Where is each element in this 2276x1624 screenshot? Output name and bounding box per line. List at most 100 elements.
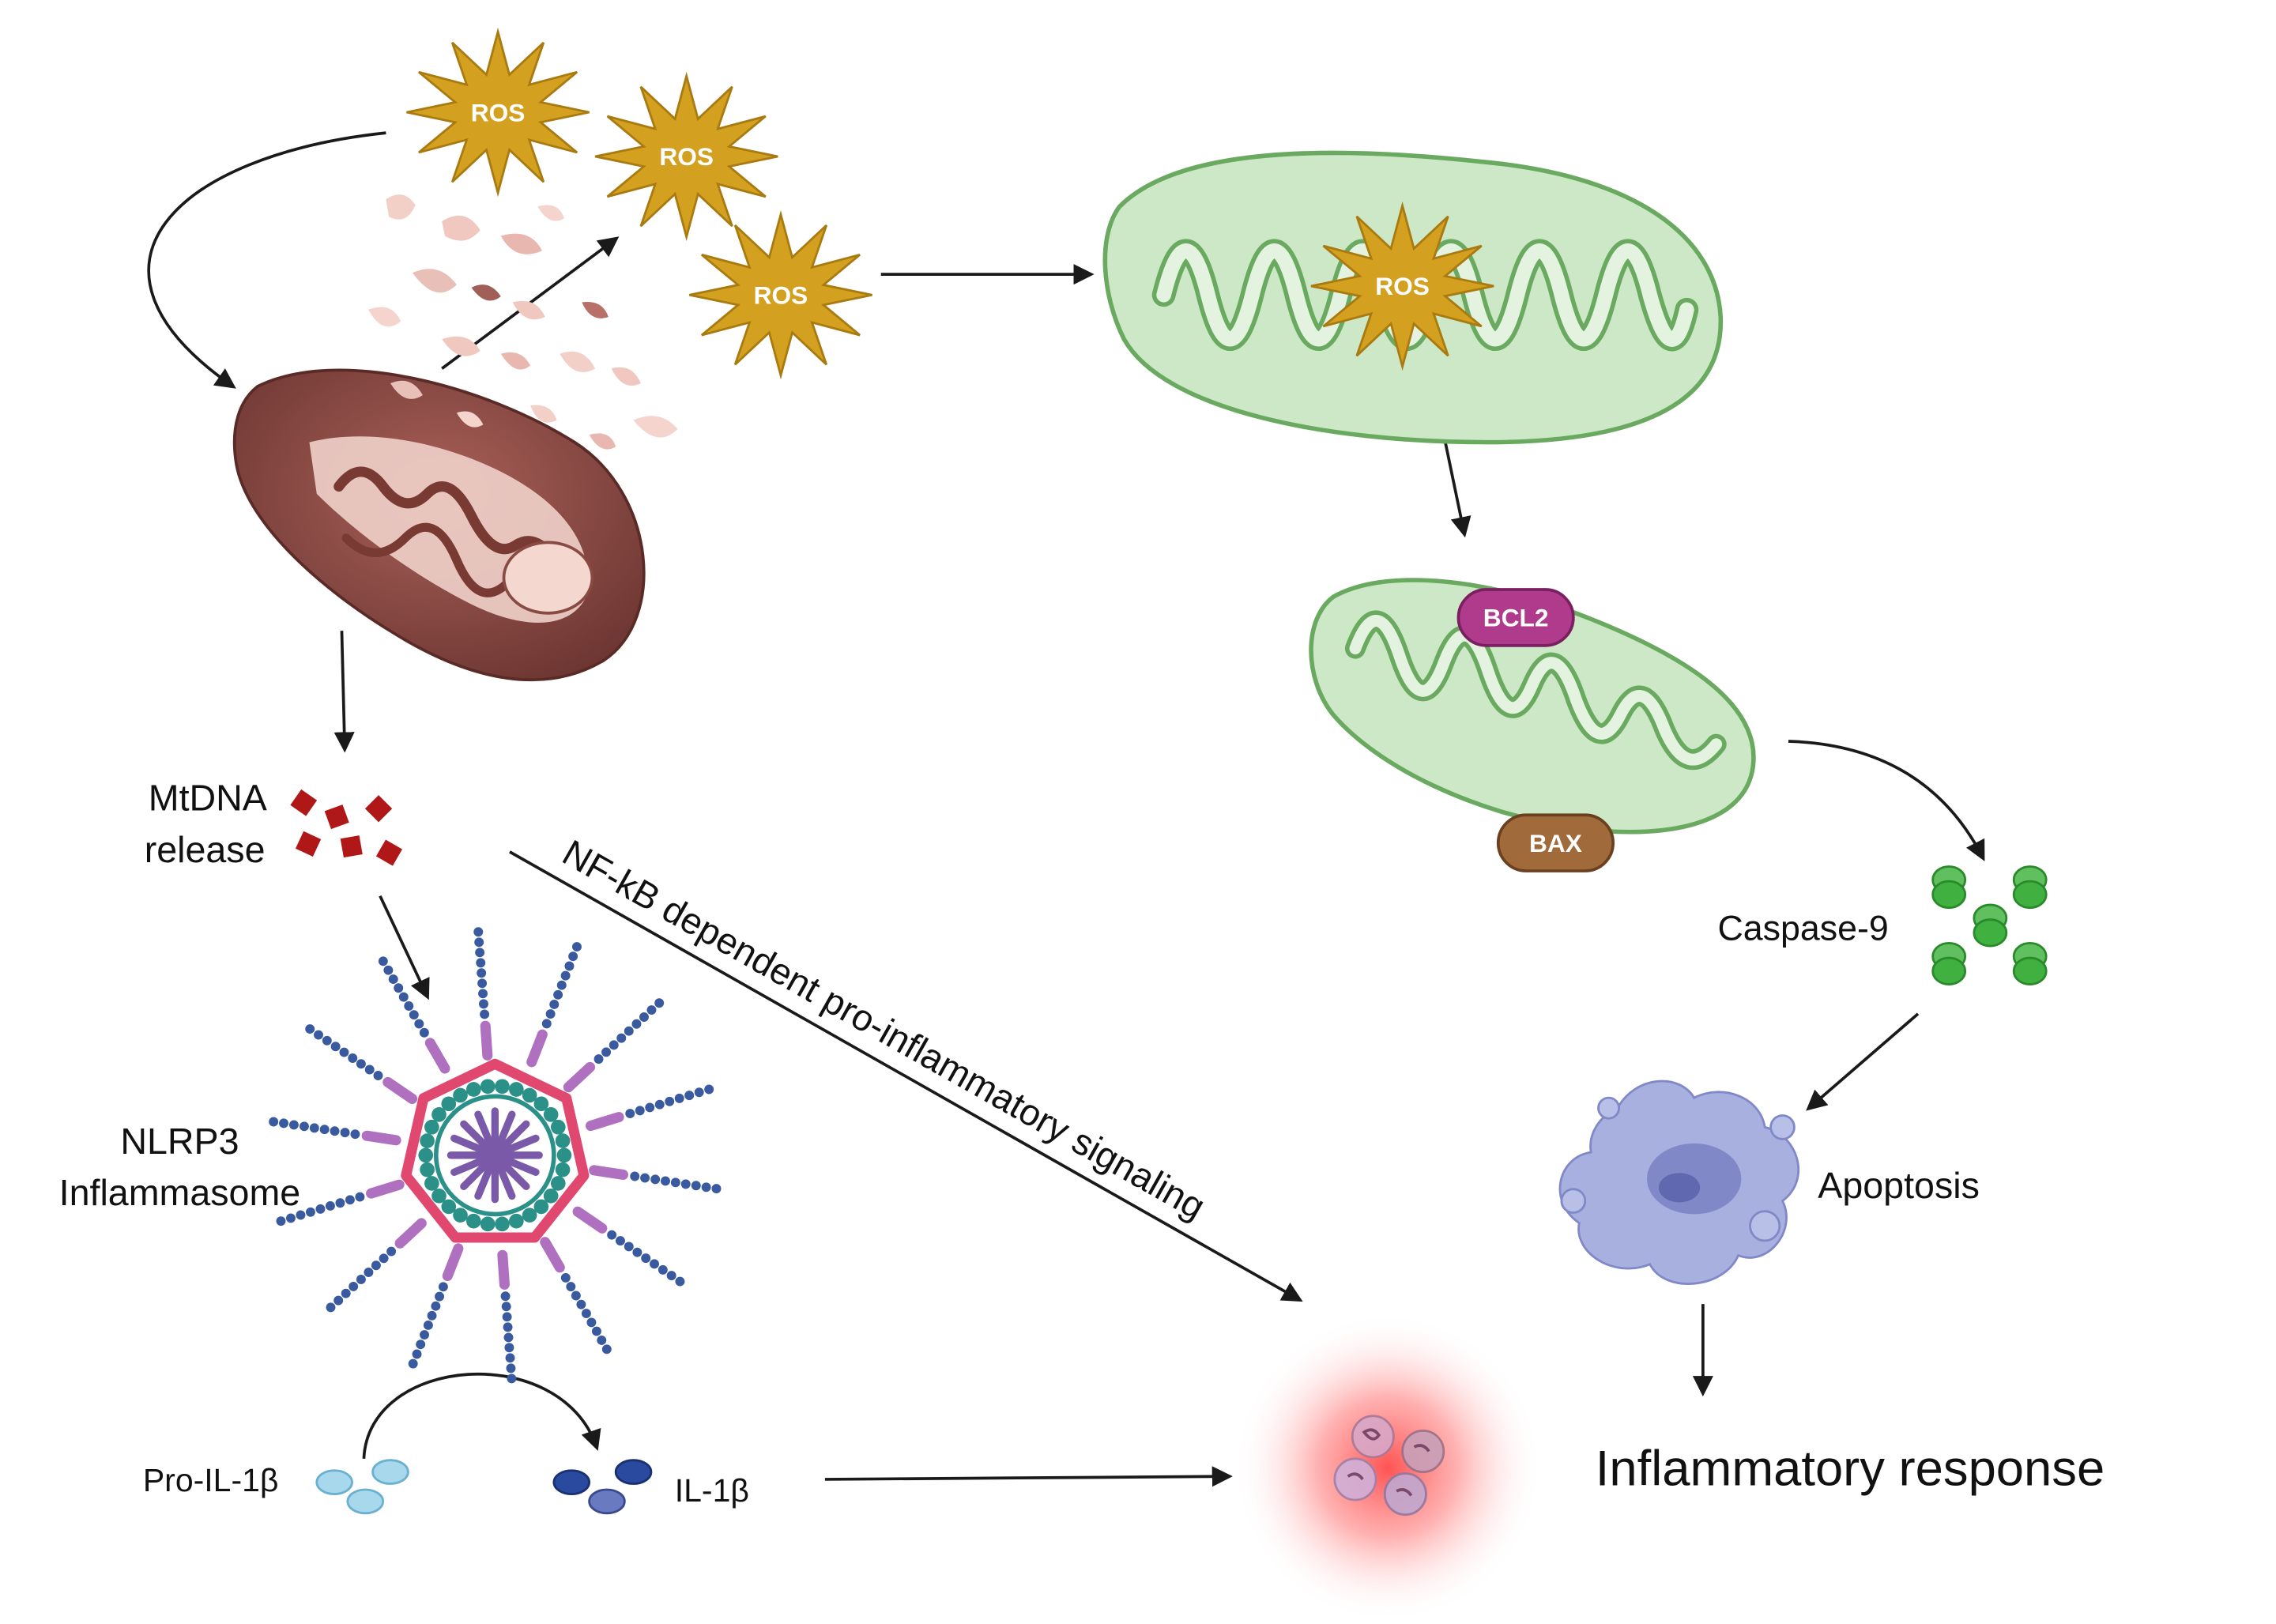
nfkb-signaling-label: NF-kB dependent pro-inflammatory signali… [556, 831, 1211, 1227]
inflammasome-bead [479, 999, 488, 1009]
inflammasome-bead [556, 980, 567, 990]
inflammasome-bead [665, 1096, 675, 1106]
inflammasome-bead [654, 998, 665, 1008]
inflammasome-bead [386, 1246, 397, 1257]
arrow-nfkb-signaling [509, 850, 1303, 1302]
inflammasome-bead [616, 1033, 627, 1043]
bcl2-badge: BCL2 [1456, 588, 1575, 647]
inflammasome-bead [711, 1184, 722, 1194]
inflammasome-bead-ring [418, 1079, 572, 1232]
inflammasome-bead [571, 1291, 581, 1301]
inflammasome-teal-bead [453, 1087, 468, 1103]
inflammasome-spoke [572, 1206, 685, 1287]
inflammasome-bead [500, 1291, 511, 1302]
inflammasome-teal-bead [522, 1087, 537, 1103]
inflammasome-teal-bead [441, 1199, 457, 1215]
inflammasome-bead [597, 1335, 607, 1345]
inflammasome-bead [694, 1087, 704, 1098]
inflammasome-bead [356, 1275, 366, 1284]
ros-star-1: ROS [406, 27, 590, 198]
mtdna-fragments [290, 789, 403, 866]
inflammasome-bead [279, 1118, 288, 1129]
inflammasome-bead [423, 1320, 433, 1330]
inflammasome-spoke [473, 927, 493, 1061]
inflammasome-spokes [269, 927, 722, 1384]
inflammatory-cells [1233, 1313, 1543, 1622]
inflammasome-bead [564, 961, 575, 971]
inflammatory-response-label: Inflammatory response [1596, 1441, 2105, 1496]
inflammasome-bead [288, 1120, 299, 1130]
inflammasome-bead [364, 1064, 375, 1075]
inflammasome-bead [476, 958, 486, 968]
inflammasome-bead [632, 1247, 642, 1257]
inflammasome-bead [635, 1106, 645, 1116]
inflammasome-bead [640, 1173, 650, 1183]
pro-il1b-label: Pro-IL-1β [143, 1462, 279, 1498]
inflammasome-bead [624, 1242, 634, 1252]
inflammasome-bead [477, 978, 488, 989]
ros-label: ROS [659, 142, 714, 171]
caspase9-molecule [1973, 903, 2008, 948]
ros-label: ROS [754, 281, 808, 309]
inflammasome-bead [591, 1326, 601, 1336]
il1b-label: IL-1β [675, 1472, 749, 1509]
apoptotic-cell [1558, 1080, 1800, 1285]
inflammasome-teal-bead [495, 1216, 510, 1232]
inflammasome-bead [615, 1236, 625, 1246]
inflammasome-bead [296, 1210, 306, 1220]
arrow-damaged-to-mtdna [333, 631, 355, 753]
ros-star-2: ROS [594, 71, 778, 242]
inflammasome-bead [419, 1027, 429, 1038]
bax-label: BAX [1529, 829, 1582, 857]
inflammasome-spoke [585, 1084, 714, 1132]
inflammasome-teal-bead [424, 1119, 439, 1135]
inflammasome-bead [650, 1174, 661, 1185]
inflammasome-teal-bead [418, 1147, 434, 1163]
mtdna-label-line1: MtDNA [149, 778, 267, 819]
inflammasome-bead [269, 1117, 279, 1127]
inflammasome-spoke [589, 1165, 722, 1194]
inflammasome-spoke [563, 998, 665, 1093]
inflammasome-bead [330, 1042, 341, 1052]
inflammasome-bead [566, 1282, 576, 1292]
inflammasome-spoke [276, 1179, 405, 1226]
bax-badge: BAX [1496, 813, 1615, 872]
inflammasome-bead [340, 1128, 350, 1138]
inflammasome-bead [674, 1093, 684, 1103]
inflammasome-bead [541, 1019, 552, 1029]
inflammasome-spoke [269, 1117, 401, 1146]
inflammasome-teal-bead [509, 1213, 524, 1229]
inflammasome-bead [379, 1253, 389, 1264]
inflammasome-teal-bead [543, 1107, 559, 1122]
inflammasome-teal-bead [480, 1216, 496, 1232]
inflammasome-teal-bead [420, 1133, 435, 1148]
inflammasome-bead [364, 1268, 374, 1277]
inflammasome-bead [650, 1259, 659, 1269]
inflammasome-bead [581, 1309, 591, 1318]
inflammasome-bead [576, 1299, 586, 1309]
inflammasome-bead [409, 1010, 419, 1020]
inflammasome-teal-bead [480, 1079, 496, 1095]
inflammasome-bead [658, 1264, 668, 1275]
mitochondrial-debris [368, 194, 678, 450]
inflammasome-bead [339, 1047, 349, 1057]
inflammasome-spoke [378, 956, 450, 1074]
inflammasome-bead [560, 1272, 571, 1283]
inflammasome-bead [309, 1123, 319, 1133]
inflammasome-bead [586, 1317, 597, 1328]
inflammasome-bead [480, 1009, 490, 1019]
inflammasome-bead [345, 1195, 355, 1205]
inflammasome-bead [630, 1171, 640, 1181]
inflammasome-bead [641, 1253, 651, 1264]
inflammasome-bead [631, 1019, 642, 1029]
inflammasome-teal-bead [495, 1079, 510, 1095]
inflammasome-teal-bead [453, 1208, 468, 1223]
inflammasome-bead [661, 1176, 670, 1186]
inflammasome-bead [504, 1343, 514, 1353]
nlrp3-inflammasome [269, 927, 722, 1384]
inflammasome-teal-bead [555, 1133, 571, 1148]
il1b-molecules [552, 1459, 653, 1515]
inflammasome-bead [315, 1204, 326, 1214]
inflammasome-bead [506, 1363, 516, 1373]
